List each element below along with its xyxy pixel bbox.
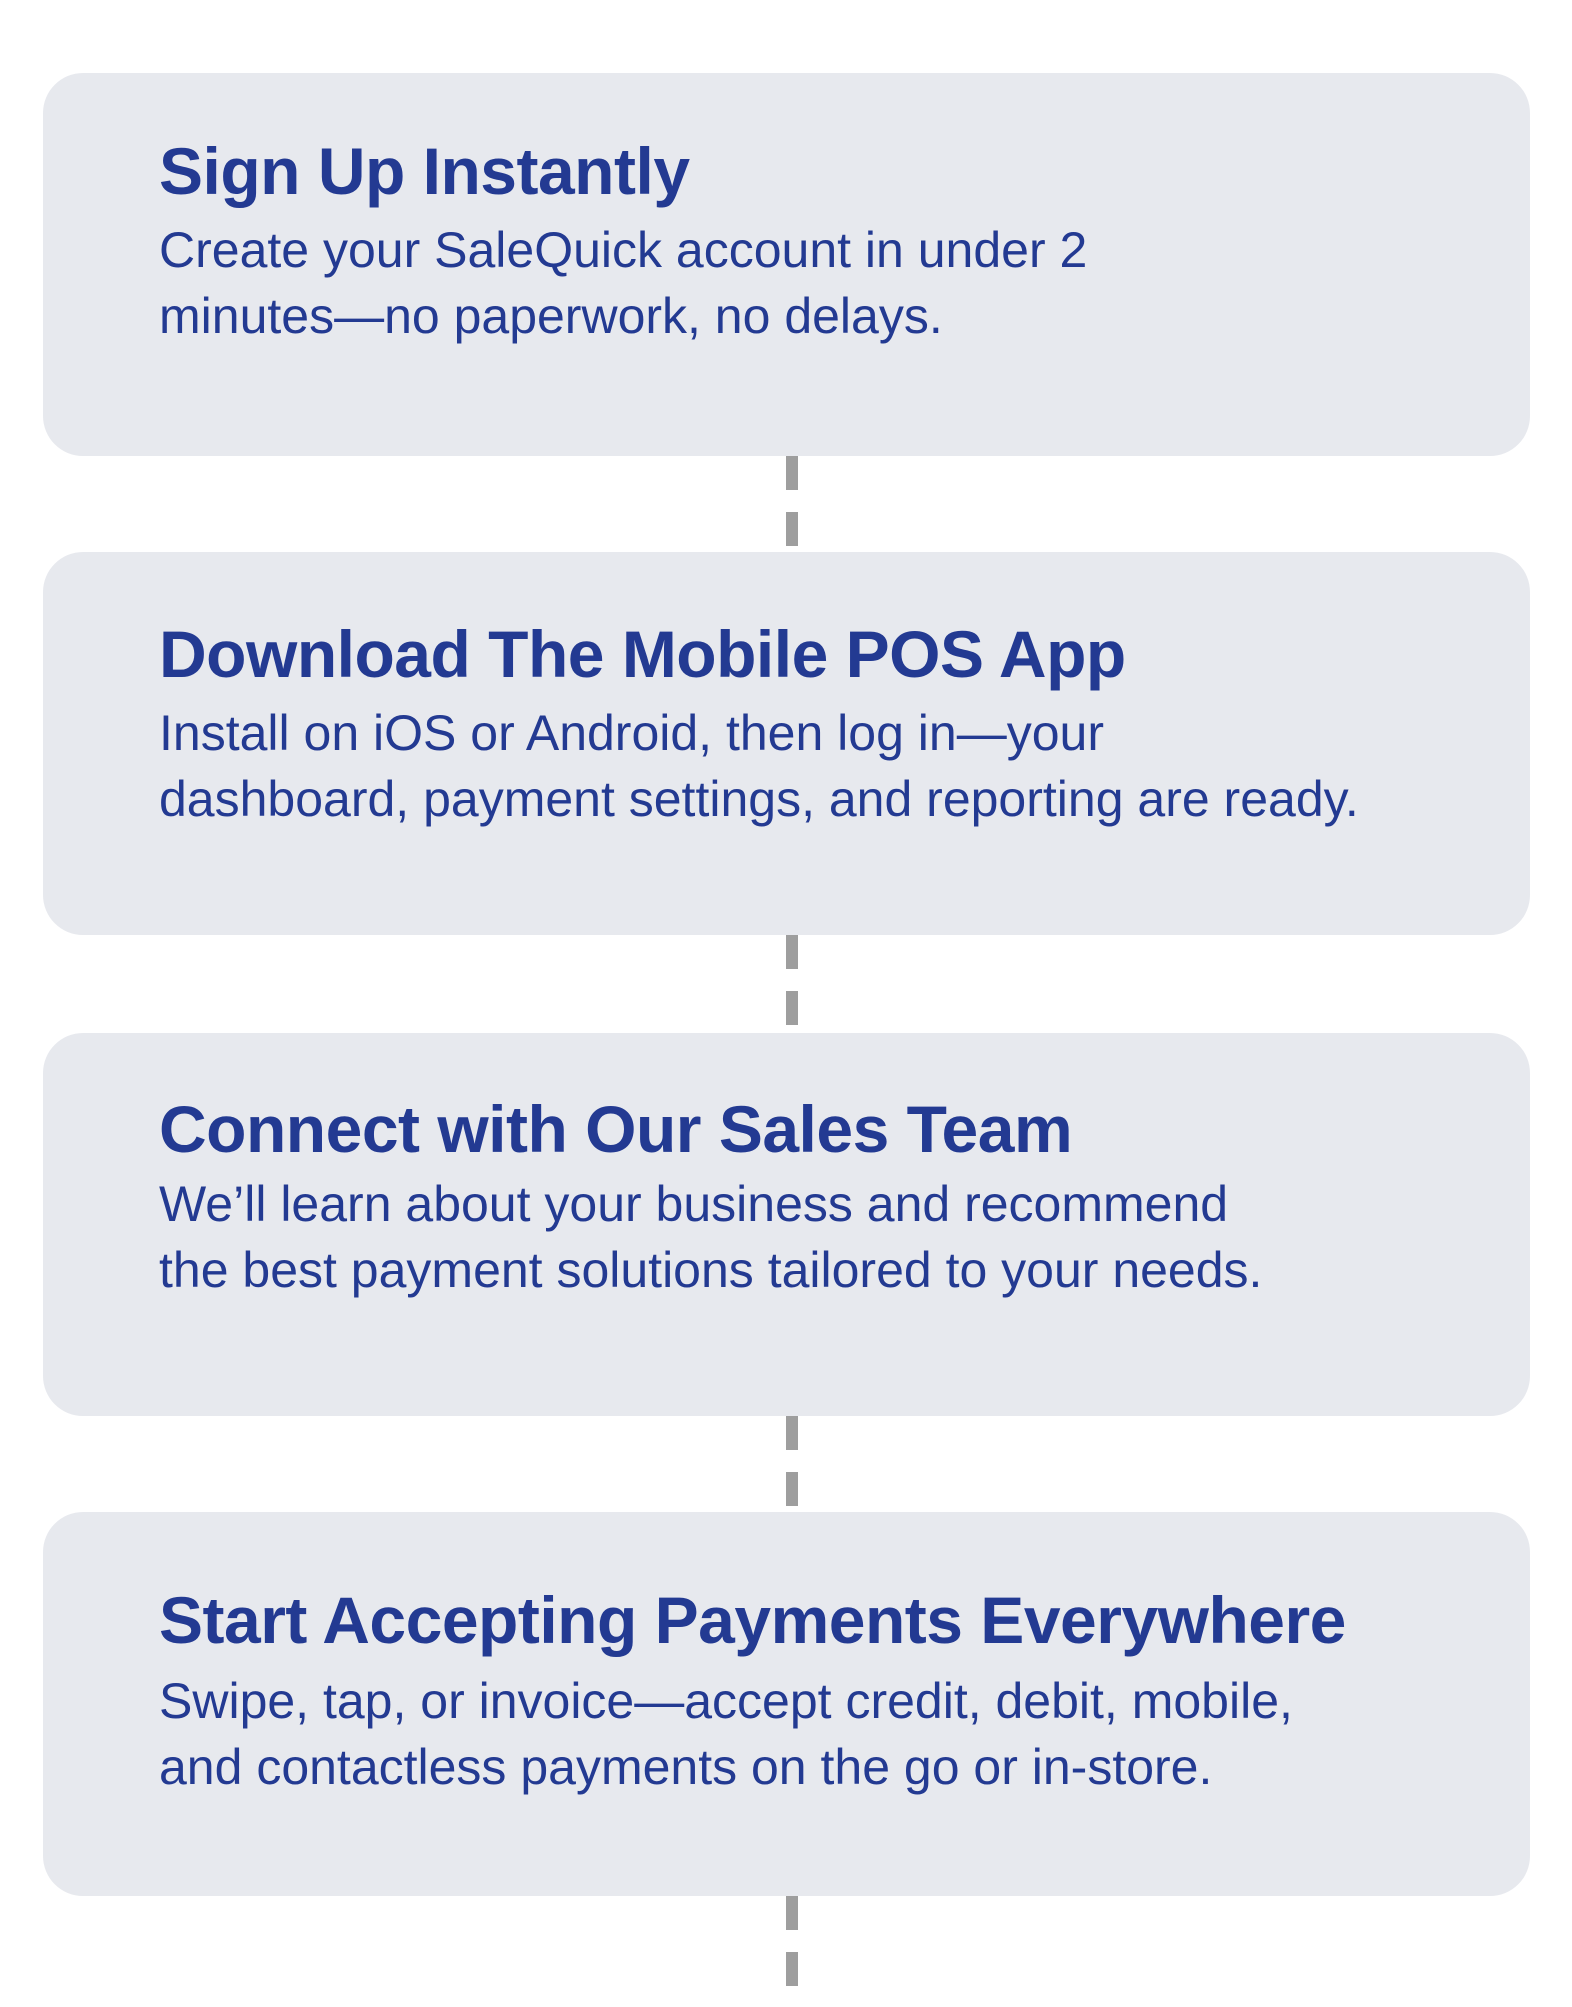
- step-title: Sign Up Instantly: [159, 134, 690, 208]
- step-title: Download The Mobile POS App: [159, 617, 1126, 691]
- step-card-sales-team: Connect with Our Sales Team We’ll learn …: [43, 1033, 1530, 1416]
- step-description: We’ll learn about your business and reco…: [159, 1176, 1263, 1298]
- connector-line: [786, 456, 798, 552]
- step-card-accept-payments: Start Accepting Payments Everywhere Swip…: [43, 1512, 1530, 1896]
- step-card-sign-up: Sign Up Instantly Create your SaleQuick …: [43, 73, 1530, 456]
- step-description: Swipe, tap, or invoice—accept credit, de…: [159, 1673, 1293, 1795]
- connector-line: [786, 1896, 798, 2007]
- step-title: Connect with Our Sales Team: [159, 1092, 1073, 1166]
- step-title: Start Accepting Payments Everywhere: [159, 1583, 1346, 1657]
- step-description: Install on iOS or Android, then log in—y…: [159, 705, 1359, 827]
- connector-line: [786, 935, 798, 1033]
- step-description: Create your SaleQuick account in under 2…: [159, 222, 1088, 344]
- step-card-download-app: Download The Mobile POS App Install on i…: [43, 552, 1530, 935]
- connector-line: [786, 1416, 798, 1512]
